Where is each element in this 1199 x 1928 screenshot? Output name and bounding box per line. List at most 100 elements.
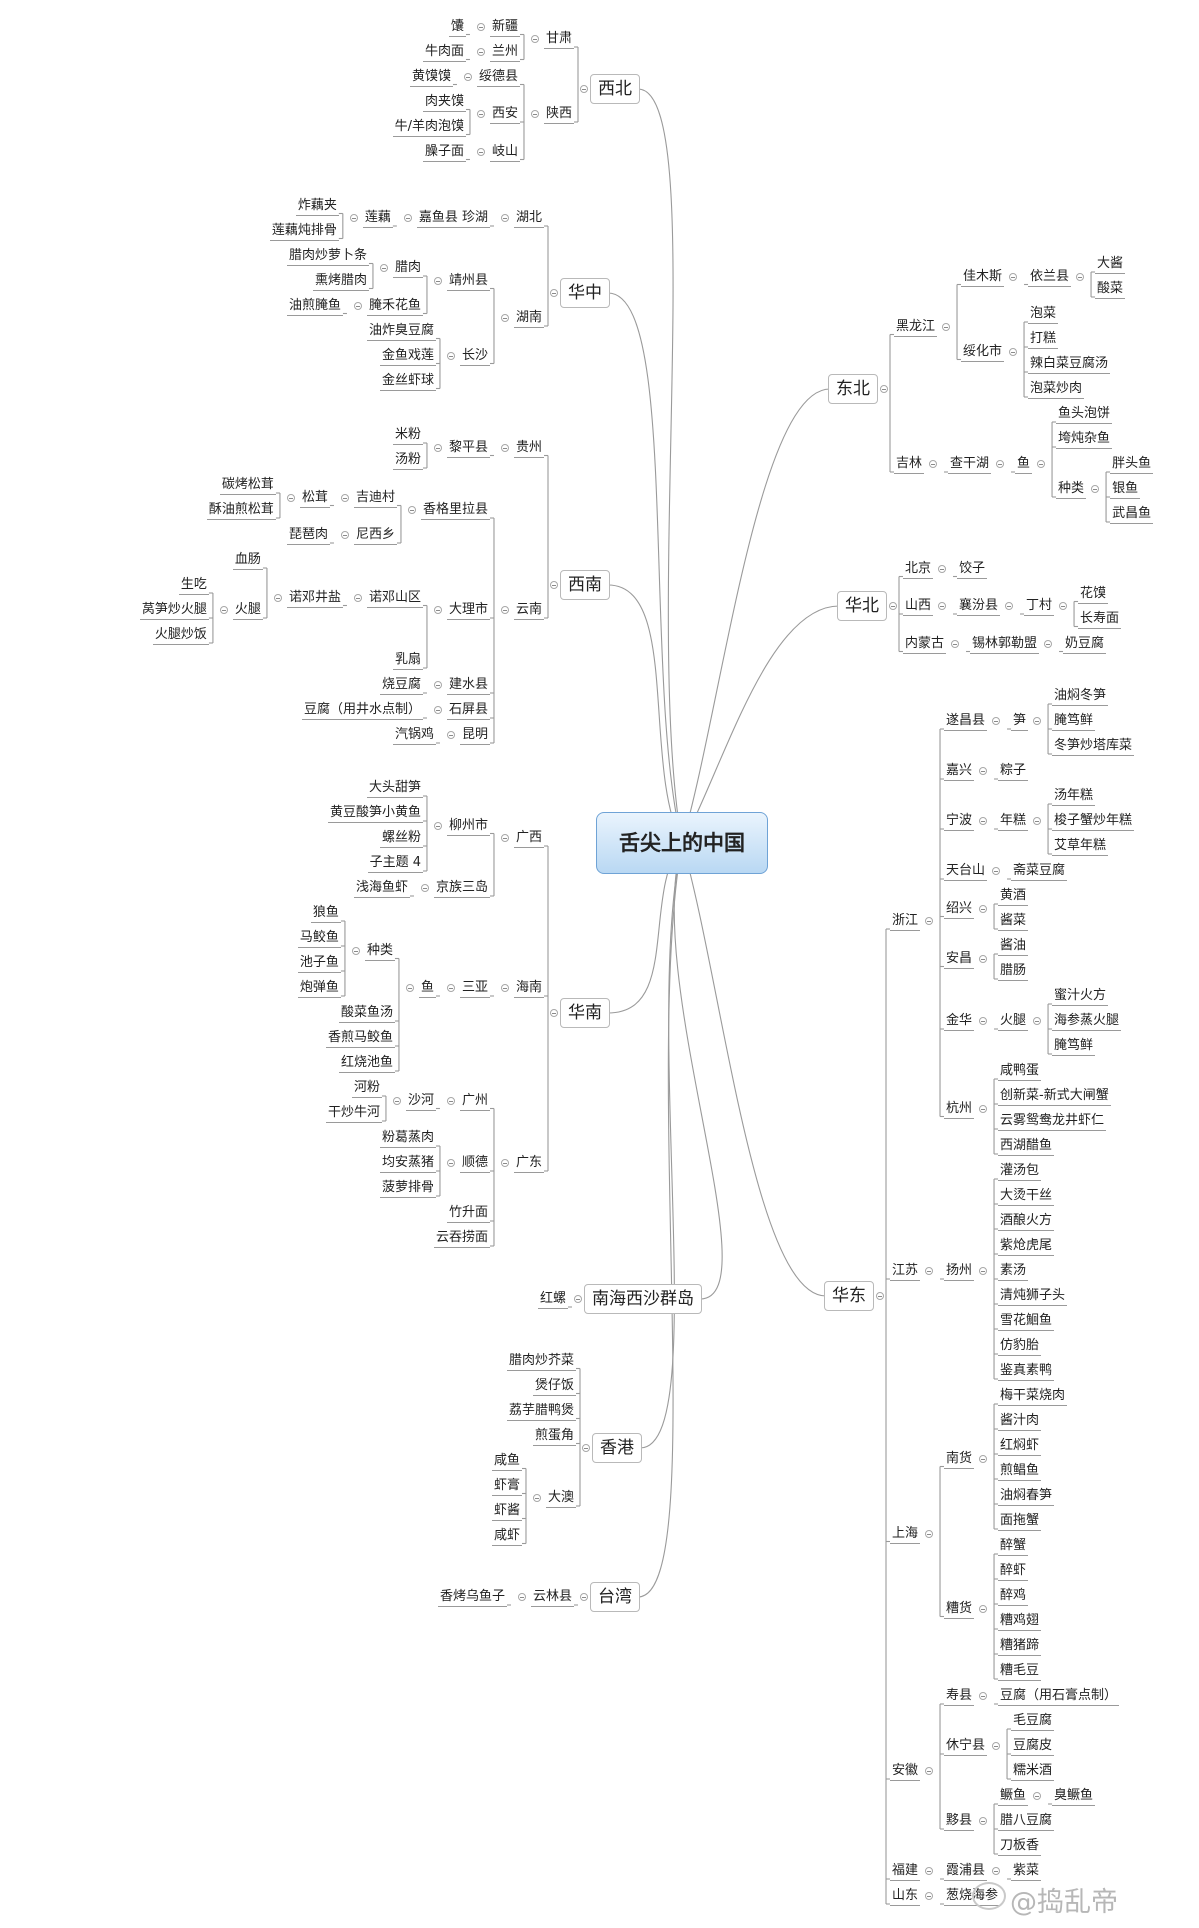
node-山西[interactable]: 山西 (903, 598, 934, 616)
node-年糕[interactable]: 年糕 (998, 813, 1029, 831)
node-碳烤松茸[interactable]: 碳烤松茸 (219, 477, 276, 495)
node-莲藕[interactable]: 莲藕 (362, 210, 393, 228)
node-莴笋炒火腿[interactable]: 莴笋炒火腿 (139, 602, 209, 620)
node-武昌鱼[interactable]: 武昌鱼 (1110, 506, 1154, 524)
node-熏烤腊肉[interactable]: 熏烤腊肉 (312, 273, 369, 291)
node-酸菜[interactable]: 酸菜 (1095, 281, 1126, 299)
node-馕[interactable]: 馕 (448, 19, 466, 37)
node-火腿[interactable]: 火腿 (998, 1013, 1029, 1031)
node-酱油[interactable]: 酱油 (998, 938, 1029, 956)
collapse-toggle-icon[interactable] (550, 1009, 558, 1017)
node-血肠[interactable]: 血肠 (232, 552, 263, 570)
node-花馍[interactable]: 花馍 (1078, 586, 1109, 604)
root-topic[interactable]: 舌尖上的中国 (596, 812, 768, 874)
node-黄酒[interactable]: 黄酒 (998, 888, 1029, 906)
region-西北[interactable]: 西北 (590, 74, 640, 104)
node-绍兴[interactable]: 绍兴 (944, 901, 975, 919)
collapse-toggle-icon[interactable] (550, 581, 558, 589)
node-吉迪村[interactable]: 吉迪村 (353, 490, 397, 508)
node-肉夹馍[interactable]: 肉夹馍 (422, 94, 466, 112)
node-鱼[interactable]: 鱼 (1015, 456, 1033, 474)
node-查干湖[interactable]: 查干湖 (948, 456, 992, 474)
collapse-toggle-icon[interactable] (433, 276, 442, 285)
node-牛-羊肉泡馍[interactable]: 牛/羊肉泡馍 (392, 119, 466, 137)
collapse-toggle-icon[interactable] (925, 1267, 934, 1275)
collapse-toggle-icon[interactable] (500, 214, 509, 222)
node-绥德县[interactable]: 绥德县 (476, 69, 520, 87)
region-华中[interactable]: 华中 (560, 278, 610, 308)
node-紫菜[interactable]: 紫菜 (1011, 1863, 1042, 1881)
node-糟毛豆[interactable]: 糟毛豆 (998, 1663, 1042, 1681)
node-岐山[interactable]: 岐山 (489, 144, 520, 162)
collapse-toggle-icon[interactable] (1037, 460, 1046, 468)
node-种类[interactable]: 种类 (364, 943, 395, 961)
node-黑龙江[interactable]: 黑龙江 (894, 319, 938, 337)
node-宁波[interactable]: 宁波 (944, 813, 975, 831)
node-松茸[interactable]: 松茸 (299, 490, 330, 508)
node-臭鳜鱼[interactable]: 臭鳜鱼 (1052, 1788, 1096, 1806)
node-冬笋炒塔库菜[interactable]: 冬笋炒塔库菜 (1052, 738, 1135, 756)
node-吉林[interactable]: 吉林 (894, 456, 925, 474)
node-长寿面[interactable]: 长寿面 (1078, 611, 1122, 629)
node-西安[interactable]: 西安 (489, 106, 520, 124)
node-泡菜炒肉[interactable]: 泡菜炒肉 (1028, 381, 1085, 399)
node-腌笃鲜[interactable]: 腌笃鲜 (1052, 1038, 1096, 1056)
node-雪花鮰鱼[interactable]: 雪花鮰鱼 (998, 1313, 1055, 1331)
collapse-toggle-icon[interactable] (925, 1529, 934, 1538)
node-池子鱼[interactable]: 池子鱼 (297, 955, 341, 973)
collapse-toggle-icon[interactable] (979, 1267, 988, 1275)
collapse-toggle-icon[interactable] (979, 904, 988, 913)
node-广东[interactable]: 广东 (513, 1155, 544, 1173)
node-荔芋腊鸭煲[interactable]: 荔芋腊鸭煲 (506, 1403, 576, 1421)
collapse-toggle-icon[interactable] (580, 85, 588, 93)
collapse-toggle-icon[interactable] (530, 110, 539, 118)
collapse-toggle-icon[interactable] (500, 443, 509, 452)
node-梭子蟹炒年糕[interactable]: 梭子蟹炒年糕 (1052, 813, 1135, 831)
collapse-toggle-icon[interactable] (938, 564, 947, 573)
node-咸鱼[interactable]: 咸鱼 (491, 1453, 522, 1471)
node-汤年糕[interactable]: 汤年糕 (1052, 788, 1096, 806)
node-醉虾[interactable]: 醉虾 (998, 1563, 1029, 1581)
node-腊八豆腐[interactable]: 腊八豆腐 (998, 1813, 1055, 1831)
collapse-toggle-icon[interactable] (925, 1767, 934, 1775)
node-腌笃鲜[interactable]: 腌笃鲜 (1052, 713, 1096, 731)
collapse-toggle-icon[interactable] (996, 460, 1005, 468)
collapse-toggle-icon[interactable] (942, 322, 951, 331)
collapse-toggle-icon[interactable] (532, 1494, 541, 1502)
node-鉴真素鸭[interactable]: 鉴真素鸭 (998, 1363, 1055, 1381)
node-腊肉炒芥菜[interactable]: 腊肉炒芥菜 (506, 1353, 576, 1371)
node-金华[interactable]: 金华 (944, 1013, 975, 1031)
collapse-toggle-icon[interactable] (500, 984, 509, 992)
node-米粉[interactable]: 米粉 (392, 427, 423, 445)
node-襄汾县[interactable]: 襄汾县 (957, 598, 1001, 616)
node-清炖狮子头[interactable]: 清炖狮子头 (998, 1288, 1068, 1306)
node-绥化市[interactable]: 绥化市 (961, 344, 1005, 362)
node-均安蒸猪[interactable]: 均安蒸猪 (379, 1155, 436, 1173)
node-奶豆腐[interactable]: 奶豆腐 (1063, 636, 1107, 654)
collapse-toggle-icon[interactable] (979, 1817, 988, 1825)
node-醉鸡[interactable]: 醉鸡 (998, 1588, 1029, 1606)
node-菠萝排骨[interactable]: 菠萝排骨 (379, 1180, 436, 1198)
collapse-toggle-icon[interactable] (1091, 485, 1100, 493)
node-贵州[interactable]: 贵州 (513, 440, 544, 458)
node-素汤[interactable]: 素汤 (998, 1263, 1029, 1281)
node-杭州[interactable]: 杭州 (944, 1101, 975, 1119)
node-三亚[interactable]: 三亚 (459, 980, 490, 998)
node-湖南[interactable]: 湖南 (513, 310, 544, 328)
region-华北[interactable]: 华北 (837, 591, 887, 621)
node-长沙[interactable]: 长沙 (459, 348, 490, 366)
node-臊子面[interactable]: 臊子面 (422, 144, 466, 162)
node-斋菜豆腐[interactable]: 斋菜豆腐 (1011, 863, 1068, 881)
collapse-toggle-icon[interactable] (992, 867, 1001, 875)
collapse-toggle-icon[interactable] (979, 1017, 988, 1025)
node-上海[interactable]: 上海 (890, 1526, 921, 1544)
node-红焖虾[interactable]: 红焖虾 (998, 1438, 1042, 1456)
collapse-toggle-icon[interactable] (979, 1604, 988, 1613)
collapse-toggle-icon[interactable] (407, 506, 416, 514)
node-嘉鱼县-珍湖[interactable]: 嘉鱼县 珍湖 (416, 210, 490, 228)
collapse-toggle-icon[interactable] (403, 214, 412, 222)
collapse-toggle-icon[interactable] (889, 602, 897, 610)
node-陕西[interactable]: 陕西 (543, 106, 574, 124)
collapse-toggle-icon[interactable] (476, 147, 485, 156)
node-醉蟹[interactable]: 醉蟹 (998, 1538, 1029, 1556)
